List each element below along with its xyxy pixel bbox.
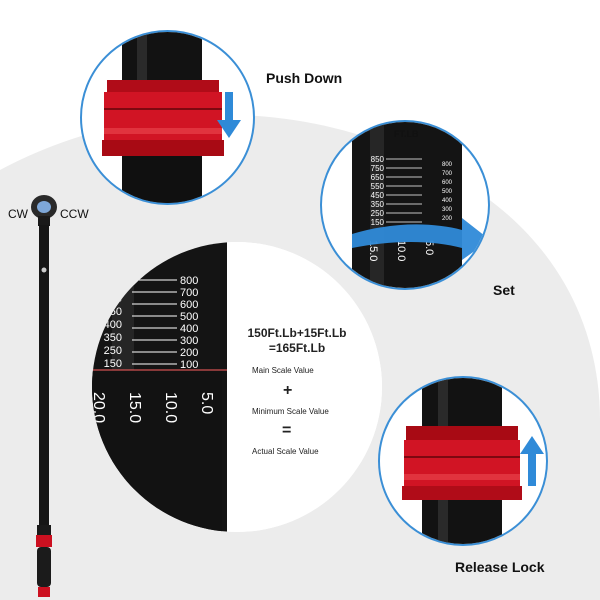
detail-vertical-value: 10.0: [162, 392, 179, 423]
detail-right-mark: 200: [180, 347, 198, 359]
minimum-scale-label: Minimum Scale Value: [252, 407, 329, 416]
set-label: Set: [493, 282, 515, 298]
set-scale-mark: 650: [371, 173, 385, 182]
cw-label: CW: [8, 207, 28, 221]
set-scale-right-mark: 700: [442, 171, 453, 177]
detail-right-mark: 500: [180, 311, 198, 323]
push-down-label: Push Down: [266, 70, 343, 86]
set-scale-right-mark: 300: [442, 207, 453, 213]
detail-right-mark: 400: [180, 323, 198, 335]
wrench-full: [31, 195, 57, 597]
formula-line-2: =165Ft.Lb: [268, 341, 326, 355]
set-vertical-value: 5.0: [423, 240, 435, 255]
set-scale-mark: 450: [371, 191, 385, 200]
detail-right-mark: 700: [180, 287, 198, 299]
detail-left-mark: 450: [104, 306, 122, 318]
set-scale-mark: 250: [371, 209, 385, 218]
detail-left-mark: 150: [104, 358, 122, 370]
detail-right-mark: 300: [180, 335, 198, 347]
set-scale-right-mark: 200: [442, 216, 453, 222]
ccw-label: CCW: [60, 207, 89, 221]
detail-vertical-value: 20.0: [92, 392, 107, 423]
detail-right-mark: 100: [180, 359, 198, 371]
set-scale-mark: 850: [371, 155, 385, 164]
unit-label: FT.LB: [394, 129, 419, 139]
set-scale-mark: 550: [371, 182, 385, 191]
set-scale-mark: 150: [371, 218, 385, 227]
plus-sign: +: [283, 382, 293, 399]
detail-left-mark: 250: [104, 345, 122, 357]
detail-right-mark: 800: [180, 275, 198, 287]
set-scale-mark: 350: [371, 200, 385, 209]
detail-vertical-value: 5.0: [198, 392, 215, 414]
formula-line-1: 150Ft.Lb+15Ft.Lb: [247, 326, 347, 340]
set-scale-right-mark: 600: [442, 180, 453, 186]
push-down-circle: [80, 30, 255, 205]
equals-sign: =: [282, 422, 292, 439]
set-scale-right-mark: 400: [442, 198, 453, 204]
detail-left-mark: 500: [104, 293, 122, 305]
main-scale-label: Main Scale Value: [252, 366, 314, 375]
down-arrow-icon: [217, 92, 241, 138]
formula-box: 150Ft.Lb+15Ft.Lb =165Ft.Lb: [232, 326, 362, 356]
release-lock-circle: [378, 376, 548, 546]
actual-scale-label: Actual Scale Value: [252, 447, 319, 456]
up-arrow-icon: [520, 436, 544, 486]
set-vertical-value: 10.0: [395, 240, 407, 261]
set-scale-right-mark: 500: [442, 189, 453, 195]
right-arrow-icon: [352, 218, 488, 260]
detail-right-mark: 600: [180, 299, 198, 311]
set-scale-right-mark: 800: [442, 162, 453, 168]
set-scale-mark: 750: [371, 164, 385, 173]
detail-vertical-value: 15.0: [126, 392, 143, 423]
detail-left-mark: 350: [104, 332, 122, 344]
detail-left-mark: 400: [104, 319, 122, 331]
release-lock-label: Release Lock: [455, 559, 545, 575]
